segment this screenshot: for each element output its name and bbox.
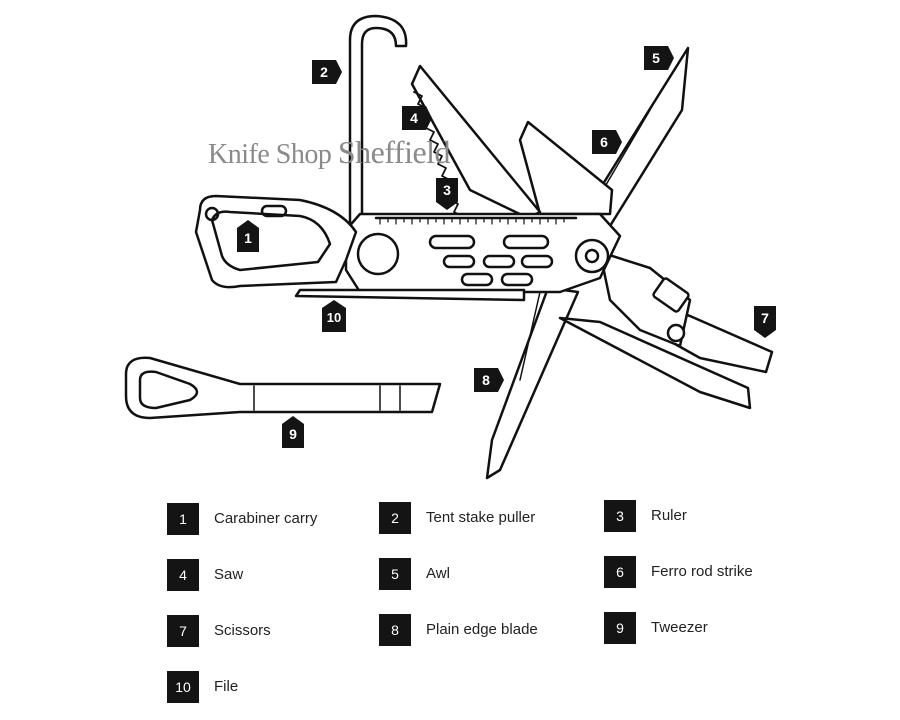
multitool-illustration (124, 14, 774, 480)
watermark: Knife Shop Sheffield (208, 134, 451, 171)
legend-label: File (214, 678, 239, 695)
file (294, 288, 526, 302)
legend-label: Carabiner carry (214, 510, 318, 527)
watermark-text-b: Sheffield (337, 134, 451, 170)
scissors-handle (598, 250, 692, 348)
callout-4: 4 (402, 106, 432, 130)
carabiner (194, 194, 358, 289)
callout-1: 1 (237, 220, 259, 252)
tent-stake-puller (348, 14, 408, 230)
callout-2: 2 (312, 60, 342, 84)
legend-label: Awl (426, 565, 450, 582)
callout-6: 6 (592, 130, 622, 154)
legend-label: Ferro rod strike (651, 563, 753, 580)
plain-edge-blade (485, 286, 580, 480)
legend-number: 8 (379, 614, 411, 646)
legend-number: 3 (604, 500, 636, 532)
multitool-diagram: Knife Shop Sheffield 2 4 5 6 8 1 9 10 3 (124, 14, 776, 480)
legend-number: 10 (167, 671, 199, 703)
tweezer (124, 356, 442, 420)
callout-8: 8 (474, 368, 504, 392)
ferro-rod-strike (518, 120, 614, 216)
legend-number: 5 (379, 558, 411, 590)
watermark-text-a: Knife Shop (208, 139, 332, 170)
callout-10: 10 (322, 300, 346, 332)
scissors-blade-lower (558, 316, 752, 410)
callout-7: 7 (754, 306, 776, 338)
legend-number: 9 (604, 612, 636, 644)
legend-number: 1 (167, 503, 199, 535)
legend-label: Scissors (214, 622, 271, 639)
legend-number: 6 (604, 556, 636, 588)
legend-number: 4 (167, 559, 199, 591)
legend-label: Saw (214, 566, 244, 583)
legend-number: 2 (379, 502, 411, 534)
legend-number: 7 (167, 615, 199, 647)
legend-label: Plain edge blade (426, 621, 538, 638)
callout-9: 9 (282, 416, 304, 448)
callout-3: 3 (436, 178, 458, 210)
legend-label: Tweezer (651, 619, 708, 636)
callout-5: 5 (644, 46, 674, 70)
legend-label: Tent stake puller (426, 509, 536, 526)
legend-label: Ruler (651, 507, 687, 524)
